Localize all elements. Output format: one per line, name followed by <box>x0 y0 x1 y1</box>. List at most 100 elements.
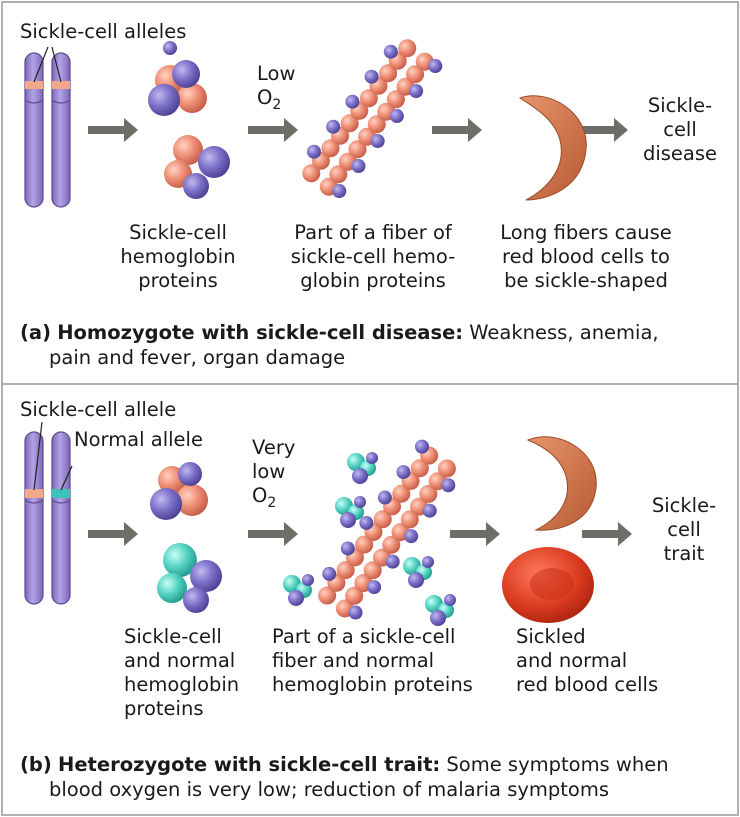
fiber-subunit <box>406 65 425 84</box>
panel-b-border <box>1 383 739 816</box>
sickle-allele-band <box>25 489 43 498</box>
chromosome-pair-b <box>24 431 71 605</box>
fiber-subunit <box>359 89 378 108</box>
normal-hemoglobin-subunit <box>366 452 378 464</box>
fiber-subunit <box>409 84 424 99</box>
fiber-subunit <box>302 164 321 183</box>
outcome-disease: Sickle- cell disease <box>632 94 728 166</box>
fiber-subunit <box>400 510 419 529</box>
normal-hemoglobin-subunit <box>288 590 304 606</box>
caption-line: and normal <box>124 649 236 672</box>
fiber-subunit <box>322 566 337 581</box>
allele-pointer-lines <box>33 46 62 83</box>
fiber-subunit <box>428 59 443 74</box>
panel-a-desc: Weakness, anemia, <box>463 321 659 344</box>
sickle-allele-band <box>25 81 43 89</box>
fiber-subunit <box>348 605 363 620</box>
panel-a-desc-2: pain and fever, organ damage <box>49 346 346 369</box>
panel-b-desc: Some symptoms when <box>440 753 669 776</box>
fiber-subunit <box>359 515 374 530</box>
caption-fiber-normal: Part of a sickle-cell fiber and normal h… <box>272 625 473 697</box>
fiber-subunit <box>385 554 400 569</box>
sickle-hemoglobin-protein <box>164 135 230 199</box>
caption-line: fiber and normal <box>272 649 435 672</box>
caption-line: hemoglobin <box>120 245 236 268</box>
caption-line: red blood cells to <box>502 245 670 268</box>
fiber-subunit <box>336 561 355 580</box>
fiber-subunit <box>398 39 417 58</box>
fiber-subunit <box>326 119 341 134</box>
fiber-subunit <box>382 535 401 554</box>
low-o2-label: Low O2 <box>257 62 295 113</box>
allele-pointer-lines-b <box>33 421 73 491</box>
allele-label-sickle-cell-alleles: Sickle-cell alleles <box>20 20 187 43</box>
caption-line: sickle-cell hemo- <box>290 245 456 268</box>
caption-line: Sickle-cell <box>129 221 227 244</box>
very-low-o2-label: Very low O2 <box>252 436 295 511</box>
outcome-line: cell <box>667 518 701 541</box>
panel-a-label: (a) <box>20 321 51 344</box>
fiber-subunit <box>370 134 385 149</box>
caption-line: Sickled <box>516 625 586 648</box>
normal-hemoglobin-subunit <box>408 572 424 588</box>
caption-line: Sickle-cell <box>124 625 222 648</box>
fiber-subunit <box>441 478 456 493</box>
fiber-subunit <box>340 541 355 556</box>
fiber-subunit <box>404 529 419 544</box>
outcome-line: cell <box>663 118 697 141</box>
caption-line: and normal <box>516 649 628 672</box>
fiber-subunit <box>414 439 429 454</box>
sickle-hemoglobin-protein <box>150 462 208 520</box>
fiber-subunit <box>321 139 340 158</box>
hemoglobin-fiber <box>302 39 443 199</box>
fiber-subunit <box>340 114 359 133</box>
chromosome-pair-a <box>24 52 71 208</box>
fiber-subunit <box>364 69 379 84</box>
allele-label-normal-allele: Normal allele <box>74 428 203 451</box>
sickle-hemoglobin-protein <box>148 41 207 116</box>
fiber-subunit <box>332 184 347 199</box>
fiber-subunit <box>373 510 392 529</box>
fiber-subunit <box>318 586 337 605</box>
outcome-line: Sickle- <box>647 94 713 117</box>
caption-line: red blood cells <box>516 673 659 696</box>
caption-sickled-normal-cells: Sickled and normal red blood cells <box>516 625 658 697</box>
fiber-subunit <box>345 586 364 605</box>
fiber-subunit <box>351 159 366 174</box>
fiber-subunit <box>367 115 386 134</box>
panel-b-title: Heterozygote with sickle-cell trait: <box>58 753 441 776</box>
o2-label: O <box>257 86 273 109</box>
fiber-subunit <box>367 580 382 595</box>
caption-line: be sickle-shaped <box>504 269 668 292</box>
normal-hemoglobin-subunit <box>444 594 456 606</box>
normal-hemoglobin-subunit <box>422 556 434 568</box>
fiber-subunit <box>386 90 405 109</box>
outcome-trait: Sickle- cell trait <box>636 494 732 566</box>
normal-red-blood-cell <box>502 547 594 623</box>
arrows-b <box>88 522 632 546</box>
o2-subscript: 2 <box>272 97 282 113</box>
fiber-subunit <box>377 490 392 505</box>
sickle-allele-band <box>52 81 70 89</box>
fiber-subunit <box>410 459 429 478</box>
caption-sickle-cells: Long fibers cause red blood cells to be … <box>486 221 686 293</box>
fiber-subunit <box>422 503 437 518</box>
normal-hemoglobin-subunit <box>430 610 446 626</box>
normal-hemoglobin-subunit <box>340 512 356 528</box>
outcome-line: trait <box>663 542 705 565</box>
fiber-subunit <box>345 94 360 109</box>
panel-a-caption: (a) Homozygote with sickle-cell disease:… <box>20 320 659 370</box>
panel-b-desc-2: blood oxygen is very low; reduction of m… <box>49 778 609 801</box>
panel-a-title: Homozygote with sickle-cell disease: <box>57 321 464 344</box>
caption-line: globin proteins <box>300 269 446 292</box>
arrows-a <box>88 118 628 142</box>
panel-b-caption: (b) Heterozygote with sickle-cell trait:… <box>20 752 669 802</box>
caption-fiber: Part of a fiber of sickle-cell hemo- glo… <box>273 221 473 293</box>
caption-line: Part of a sickle-cell <box>272 625 456 648</box>
outcome-line: disease <box>642 142 718 165</box>
normal-hemoglobin-subunit <box>354 496 366 508</box>
low-label: low <box>252 460 286 483</box>
fiber-subunit <box>419 484 438 503</box>
fiber-subunit <box>348 140 367 159</box>
